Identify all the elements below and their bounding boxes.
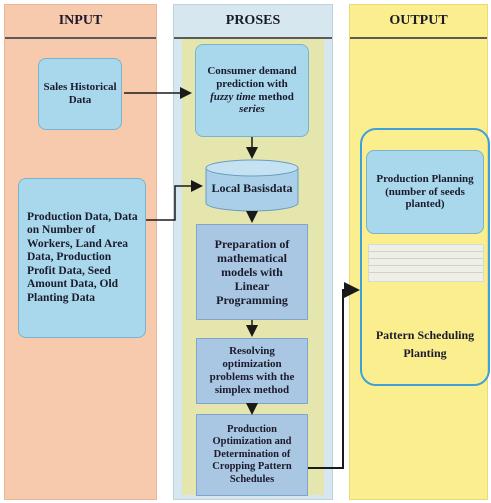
production-optimization-box: Production Optimization and Determinatio… — [196, 414, 308, 496]
consumer-prediction-suffix: method — [258, 90, 294, 103]
production-optimization-label: Production Optimization and Determinatio… — [212, 424, 292, 485]
local-db-label: Local Basisdata — [211, 180, 293, 195]
simplex-box: Resolving optimization problems with the… — [196, 338, 308, 404]
sales-historical-data-box: Sales Historical Data — [38, 58, 122, 130]
production-data-box: Production Data, Data on Number of Worke… — [18, 178, 146, 338]
linear-programming-box: Preparation of mathematical models with … — [196, 224, 308, 320]
output-header: OUTPUT — [350, 5, 487, 39]
proses-header: PROSES — [174, 5, 332, 39]
consumer-prediction-italic: fuzzy time — [210, 90, 256, 103]
simplex-label: Resolving optimization problems with the… — [209, 345, 295, 396]
linear-programming-label: Preparation of mathematical models with … — [214, 236, 290, 308]
consumer-prediction-box: Consumer demand prediction with fuzzy ti… — [195, 44, 309, 137]
output-container — [360, 128, 490, 386]
consumer-prediction-italic2: series — [239, 103, 265, 116]
pattern-scheduling-label: Pattern Scheduling Planting — [375, 328, 475, 360]
consumer-prediction-label: Consumer demand prediction with fuzzy ti… — [204, 65, 300, 117]
production-data-label: Production Data, Data on Number of Worke… — [27, 210, 138, 304]
production-planning-label: Production Planning (number of seeds pla… — [376, 172, 474, 211]
local-db-label-box: Local Basisdata — [210, 172, 294, 204]
input-header: INPUT — [5, 5, 156, 39]
consumer-prediction-prefix: Consumer demand prediction with — [207, 64, 297, 90]
sales-historical-data-label: Sales Historical Data — [43, 81, 117, 106]
production-planning-box: Production Planning (number of seeds pla… — [366, 150, 484, 234]
schedule-table-thumbnail — [368, 244, 484, 282]
pattern-scheduling-box: Pattern Scheduling Planting — [370, 314, 480, 374]
